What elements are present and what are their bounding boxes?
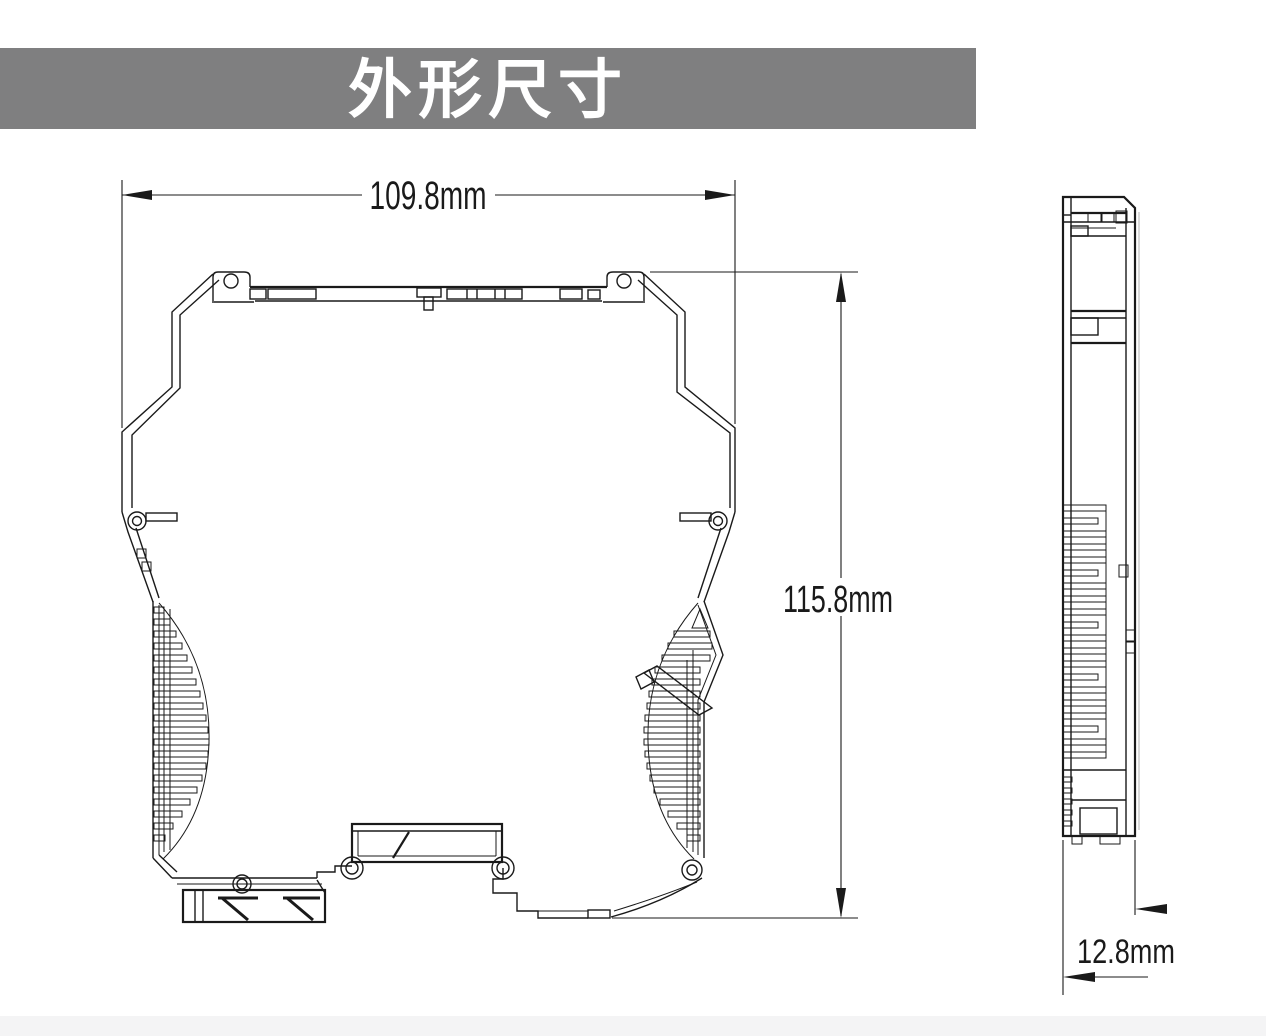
left-outline: [121, 273, 220, 603]
thickness-dimension: 12.8mm: [1062, 840, 1175, 995]
dimension-arrow-down: [836, 888, 846, 918]
width-dimension: 109.8mm: [121, 174, 736, 428]
top-right-ear: [603, 271, 645, 303]
side-mid-band: [1070, 309, 1126, 345]
release-lever: [635, 665, 714, 716]
height-dimension: 115.8mm: [612, 271, 893, 919]
screw-boss: [708, 511, 728, 531]
terminal-recess: [350, 822, 504, 864]
page-title: 外形尺寸: [348, 54, 628, 126]
height-dimension-label: 115.8mm: [783, 579, 893, 621]
screw-hole: [223, 273, 239, 289]
screw-hole: [616, 273, 632, 289]
thickness-dimension-label: 12.8mm: [1077, 933, 1175, 971]
right-vent-louvers: [643, 600, 724, 860]
dimension-arrow-lower: [1063, 972, 1095, 982]
dimension-arrow-right: [705, 190, 735, 200]
top-terminal-strip: [249, 285, 607, 311]
side-outline: [1061, 195, 1137, 838]
bottom-din-rail-mount: [152, 822, 703, 924]
screw-hole: [232, 874, 252, 894]
right-outline: [637, 273, 736, 603]
width-dimension-label: 109.8mm: [370, 174, 487, 218]
side-view: [1061, 195, 1140, 845]
side-right-tabs: [1118, 564, 1136, 654]
top-left-ear: [212, 271, 254, 303]
screw-hole: [340, 856, 364, 880]
dimension-arrow-left: [122, 190, 152, 200]
banner-background: [0, 48, 976, 129]
front-view: [121, 271, 736, 924]
page-bottom-strip: [0, 1016, 1266, 1036]
side-top-band: [1063, 210, 1135, 237]
left-vent-louvers: [152, 601, 210, 860]
screw-boss: [127, 511, 147, 531]
mounting-foot: [181, 888, 327, 924]
dimension-annotations: 109.8mm 115.8mm 12.8mm: [121, 174, 1175, 995]
side-bottom-block: [1062, 769, 1126, 845]
side-terminal-fins: [1062, 504, 1107, 759]
dimension-arrow-up: [836, 272, 846, 302]
title-banner: 外形尺寸: [0, 48, 976, 129]
triangle-vent: [691, 607, 709, 629]
screw-hole: [681, 859, 703, 881]
dimension-arrow-upper: [1135, 904, 1167, 914]
